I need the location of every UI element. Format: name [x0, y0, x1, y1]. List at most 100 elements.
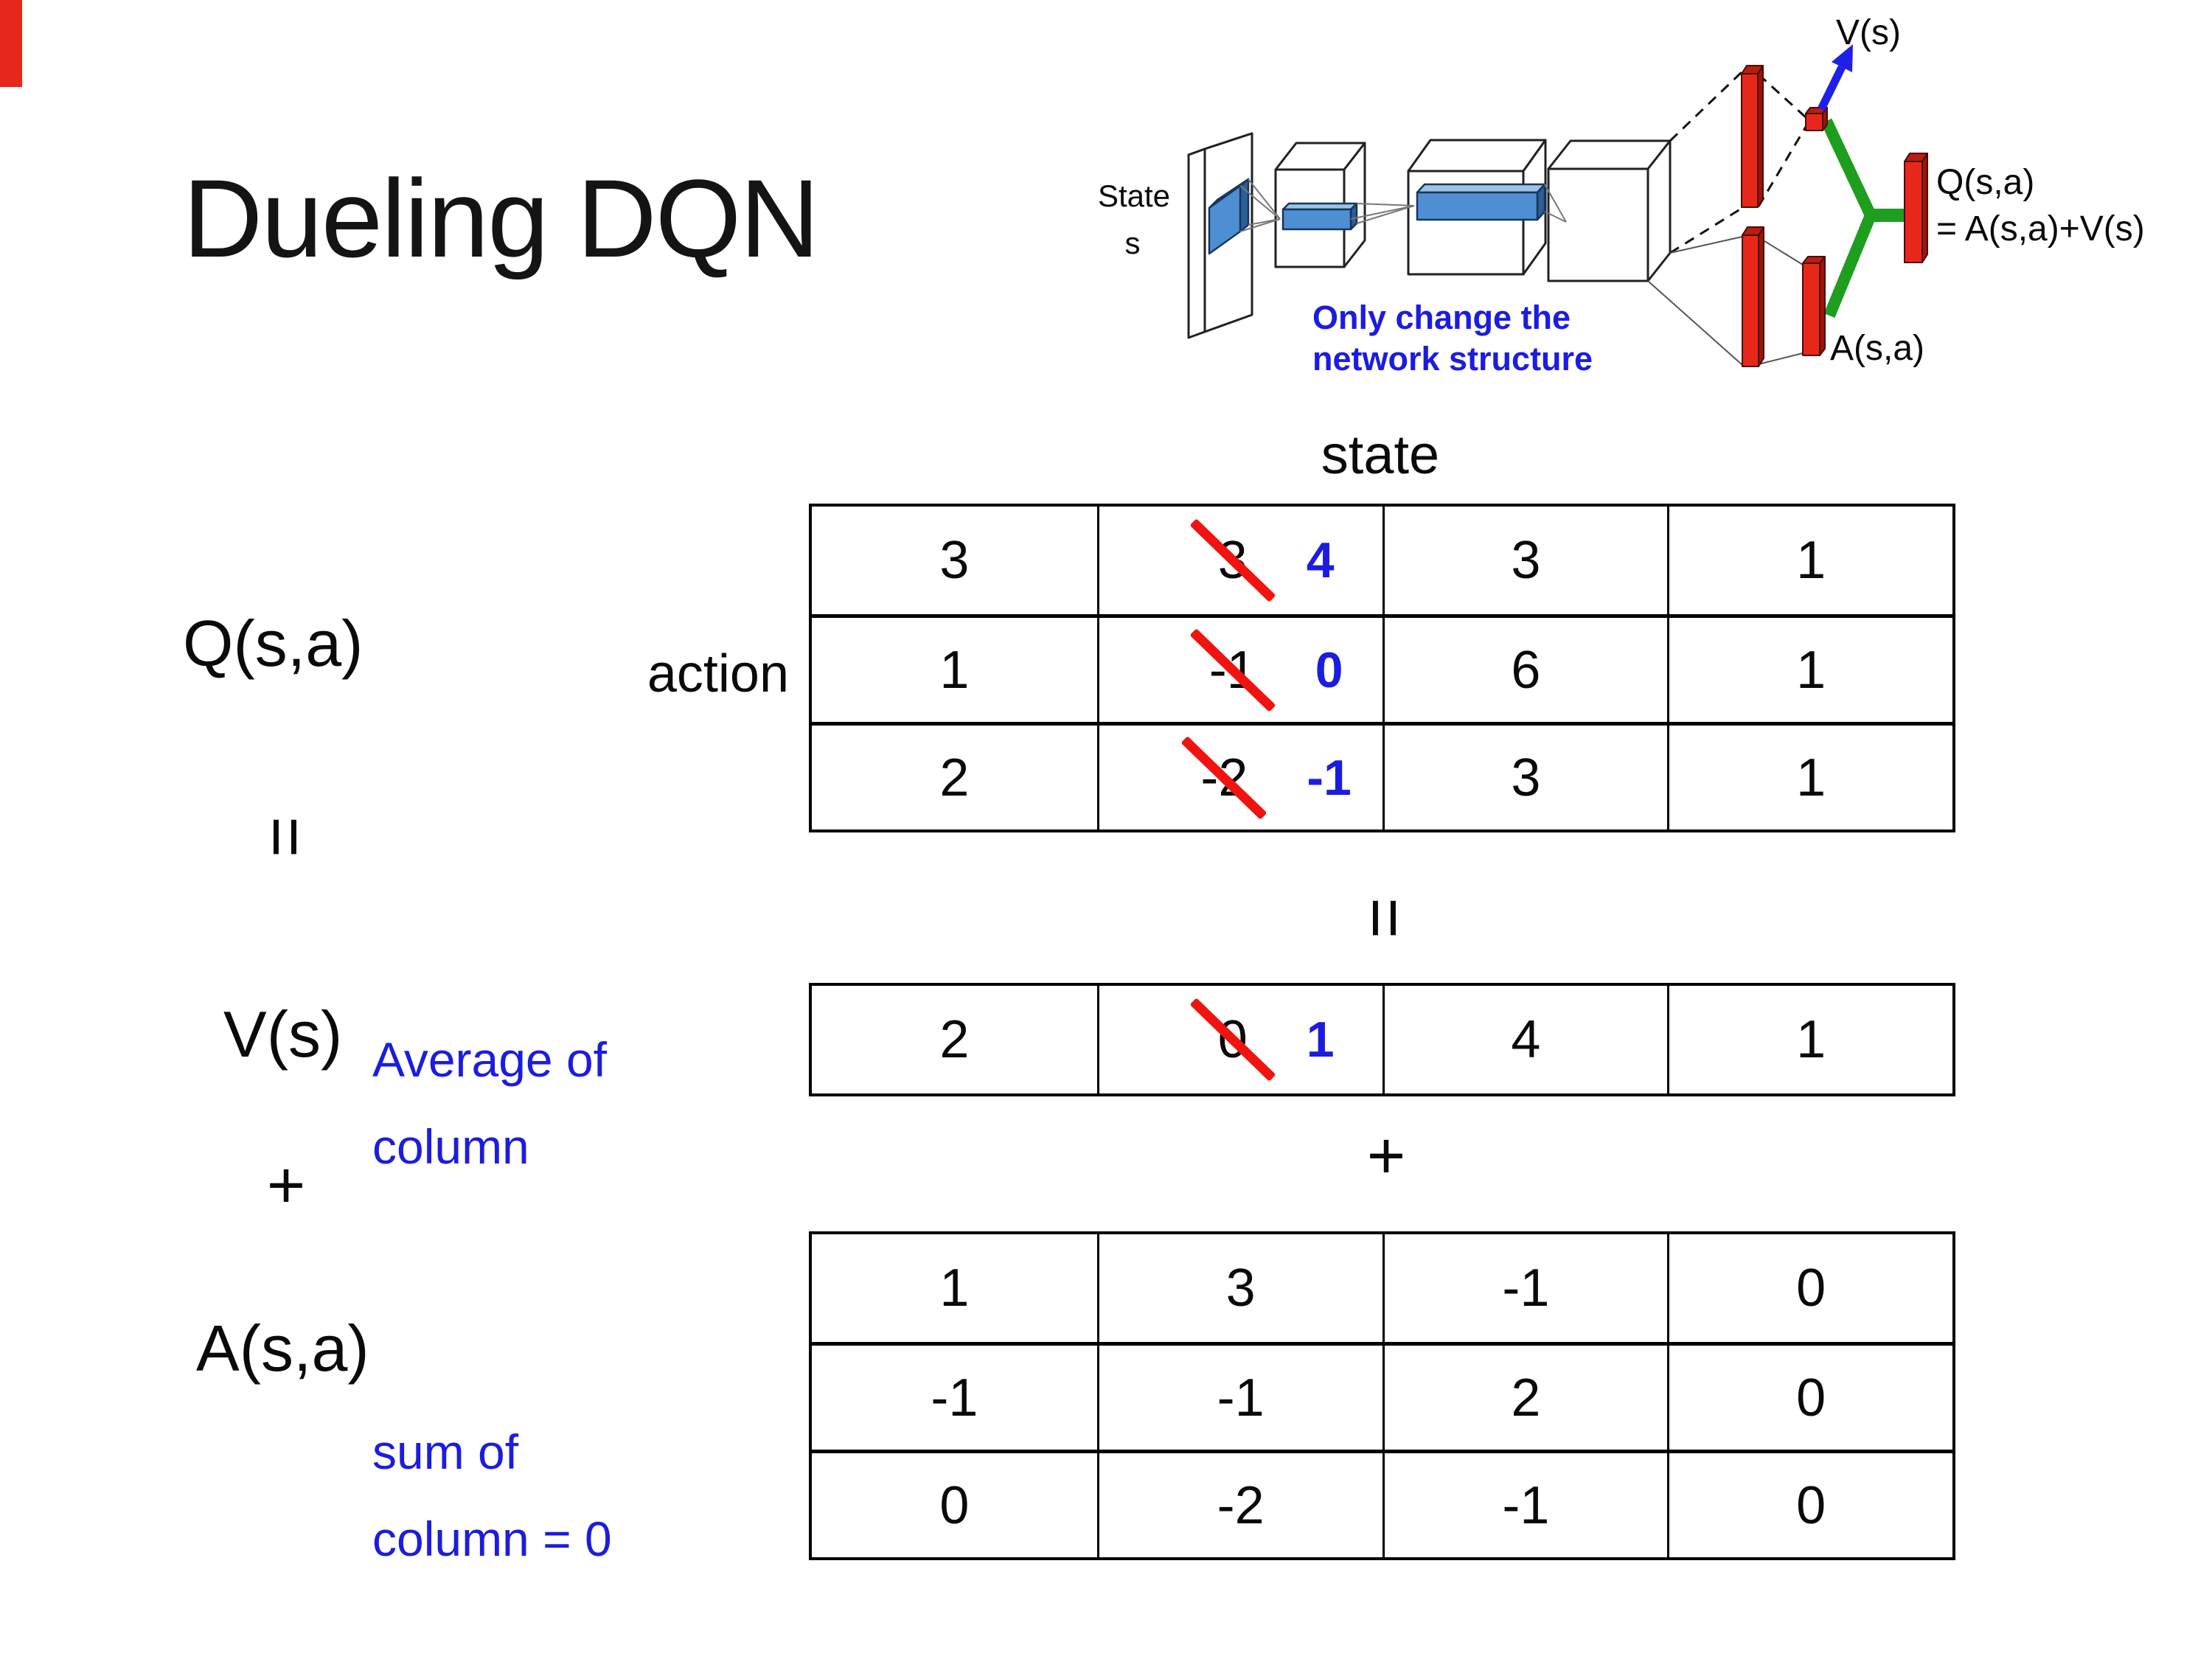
note-line: Average of: [372, 1032, 608, 1087]
conv-filter-icon: [1208, 178, 1250, 255]
table-cell: 2: [812, 726, 1097, 830]
cell-value: 0: [1796, 1259, 1826, 1318]
filter-convergence-lines: [1239, 178, 1281, 232]
table-cell: 3: [1382, 507, 1668, 614]
v-vector-label: V(s): [223, 998, 343, 1071]
cell-value: 2: [939, 1010, 970, 1069]
v-output-label: V(s): [1836, 13, 1901, 52]
table-cell: 0: [1667, 1346, 1952, 1450]
old-value: -2: [1180, 735, 1267, 820]
red-strikethrough: [1189, 518, 1276, 602]
cell-value: 2: [939, 748, 970, 807]
cell-value: 3: [939, 531, 970, 590]
table-cell: 2: [1382, 1346, 1668, 1450]
table-cell: -1 0: [1096, 618, 1382, 722]
cell-value: 1: [939, 1259, 970, 1318]
cell-value: -1: [1217, 1368, 1265, 1427]
diagram-caption-line2: network structure: [1312, 340, 1593, 378]
table-cell: -1: [812, 1346, 1097, 1450]
fc-bar-advantage-stream: [1742, 226, 1764, 367]
red-strikethrough: [1180, 735, 1267, 820]
equals-operator-left: =: [246, 815, 325, 858]
table-cell: 3: [1096, 1234, 1382, 1342]
table-cell: 1: [1667, 618, 1952, 722]
q-output-bar: [1904, 153, 1928, 263]
cell-value: -1: [931, 1368, 978, 1427]
table-cell: 34: [1096, 507, 1382, 614]
cell-value: -1: [1502, 1259, 1550, 1318]
state-input-label: State: [1098, 178, 1170, 213]
table-cell: -1: [1382, 1453, 1668, 1557]
cell-value: 3: [1511, 748, 1541, 807]
old-value: -1: [1189, 627, 1276, 712]
table-cell: -1: [1096, 1346, 1382, 1450]
table-cell: 4: [1382, 986, 1668, 1093]
cell-value: 2: [1511, 1368, 1541, 1427]
table-row: -1 -1 2 0: [812, 1342, 1952, 1450]
diagram-caption-line1: Only change the: [1312, 299, 1571, 336]
table-row: 1 -1 0 6 1: [812, 614, 1952, 722]
note-line: sum of: [372, 1425, 519, 1479]
table-cell: 0: [812, 1453, 1097, 1557]
new-value: 1: [1306, 1012, 1335, 1068]
feature-bar: [1416, 183, 1546, 221]
fc-bar-value-stream: [1741, 65, 1764, 208]
table-cell: 3: [812, 507, 1097, 614]
table-cell: 2: [812, 986, 1097, 1093]
state-value-table: 2 01 4 1: [809, 983, 1955, 1096]
table-cell: 01: [1096, 986, 1382, 1093]
note-line: column = 0: [372, 1512, 612, 1566]
table-cell: -1: [1382, 1234, 1668, 1342]
value-stream-dashed-lines: [1669, 70, 1807, 254]
table-row: 2 01 4 1: [812, 986, 1952, 1093]
aggregation-junction: [1820, 118, 1907, 319]
corrected-value: 34: [1189, 518, 1335, 602]
slide-title: Dueling DQN: [183, 156, 820, 280]
table-cell: -2 -1: [1096, 726, 1382, 830]
new-value: 0: [1315, 641, 1343, 698]
table-row: 2 -2 -1 3 1: [812, 722, 1952, 830]
cell-value: 1: [1796, 531, 1826, 590]
left-edge-red-strip: [0, 0, 22, 87]
filter-convergence-lines: [1544, 184, 1567, 223]
advantage-stream-lines: [1647, 236, 1804, 366]
new-value: 4: [1306, 532, 1335, 588]
new-value: -1: [1307, 749, 1352, 806]
table-row: 3 34 3 1: [812, 507, 1952, 614]
state-axis-label: state: [1321, 424, 1440, 485]
red-strikethrough: [1189, 627, 1276, 712]
corrected-value: -1 0: [1189, 627, 1343, 712]
cell-value: 1: [1796, 748, 1826, 807]
filter-convergence-lines: [1350, 203, 1415, 224]
table-cell: 0: [1667, 1234, 1952, 1342]
table-row: 1 3 -1 0: [812, 1234, 1952, 1342]
cell-value: 6: [1511, 640, 1541, 700]
plus-operator-left: +: [266, 1148, 306, 1222]
sum-of-column-note: sum of column = 0: [372, 1408, 612, 1582]
cell-value: 4: [1511, 1010, 1541, 1069]
a-output-label: A(s,a): [1830, 329, 1924, 368]
cell-value: 3: [1511, 531, 1541, 590]
value-arrow-icon: [1818, 44, 1853, 111]
cell-value: 0: [1796, 1368, 1826, 1427]
value-scalar-node: [1805, 107, 1828, 131]
cell-value: -2: [1217, 1475, 1265, 1535]
conv-layer-box: [1547, 139, 1672, 282]
feature-bar: [1281, 202, 1358, 231]
table-cell: 1: [812, 618, 1097, 722]
dueling-network-diagram: State s V(s) Q(s,a) = A(s,a)+V(s) A(s,a)…: [1098, 13, 2145, 378]
average-of-column-note: Average of column: [372, 1016, 607, 1190]
corrected-value: 01: [1189, 998, 1335, 1082]
table-cell: 1: [1667, 726, 1952, 830]
advantage-output-bar: [1802, 256, 1826, 356]
action-axis-label: action: [647, 644, 789, 703]
q-matrix-label: Q(s,a): [183, 607, 364, 680]
table-cell: 6: [1382, 618, 1668, 722]
q-output-formula: = A(s,a)+V(s): [1936, 209, 2145, 248]
cell-value: 0: [939, 1475, 970, 1535]
cell-value: 1: [1796, 1010, 1826, 1069]
